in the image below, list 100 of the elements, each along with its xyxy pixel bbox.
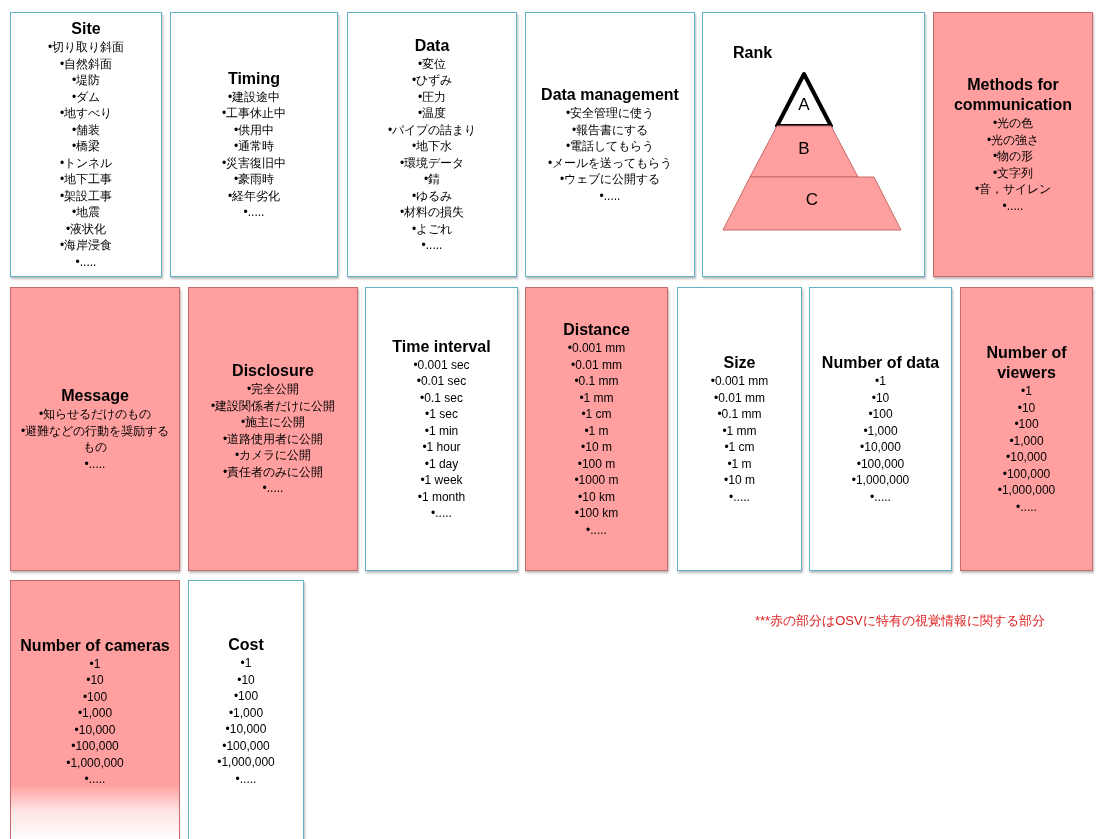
list-item: •10 [871,389,890,406]
list-item: •1 m [584,422,609,439]
tier-letter: C [804,190,820,211]
list-item: •災害復旧中 [221,154,287,171]
category-card [960,287,1093,571]
category-card [188,580,304,839]
list-item: •ダム [71,88,101,105]
list-item: •1 cm [581,406,612,423]
list-item: •0.1 sec [420,389,463,406]
card-heading: Number of data [821,353,940,373]
list-item: •堤防 [71,72,101,89]
list-item: •10 km [578,488,615,505]
list-item: •1 min [424,422,459,439]
list-item: •1 day [424,455,459,472]
list-item: •架設工事 [59,187,113,204]
list-item: •100 [1014,416,1039,433]
list-item: •1,000 [1009,432,1044,449]
list-item: •100 [868,406,893,423]
list-item: •0.01 mm [714,389,765,406]
category-card [10,580,180,839]
tier-letter: B [797,138,811,159]
card-heading: Methods for communication [952,75,1074,115]
list-item: •100 [82,688,108,705]
list-item: •トンネル [59,154,113,171]
list-item: •..... [1016,498,1037,515]
category-card [10,287,180,571]
list-item: •責任者のみに公開 [222,463,324,481]
list-item: •10,000 [225,721,267,738]
card-heading: Number of viewers [985,343,1068,383]
list-item: •パイプの詰まり [387,121,477,138]
list-item: •文字列 [992,164,1034,181]
list-item: •温度 [417,105,447,122]
list-item: •光の色 [992,115,1034,132]
list-item: •1,000 [863,422,898,439]
tier-letter: A [797,94,811,115]
list-item: •海岸浸食 [59,237,113,254]
list-item: •1 [89,655,101,672]
list-item: •経年劣化 [227,187,281,204]
list-item: •10 m [724,472,755,489]
list-item: •材料の損失 [399,204,465,221]
list-item: •避難などの行動を奨励するもの [19,422,171,456]
list-item: •ゆるみ [411,187,453,204]
card-heading: Rank [733,43,773,63]
card-heading: Size [723,353,756,373]
list-item: •1000 m [574,472,619,489]
list-item: •光の強さ [986,131,1040,148]
list-item: •..... [243,204,265,221]
category-card [677,287,802,571]
list-item: •供用中 [233,121,275,138]
list-item: •物の形 [992,148,1034,165]
card-heading: Distance [563,320,630,340]
category-card [10,12,162,277]
list-item: •10 [237,671,255,688]
list-item: •圧力 [417,88,447,105]
list-item: •ウェブに公開する [559,171,661,188]
list-item: •電話してもらう [565,138,655,155]
list-item: •10,000 [74,721,116,738]
list-item: •建設途中 [227,88,281,105]
list-item: •..... [599,187,621,204]
list-item: •100,000 [1002,465,1051,482]
list-item: •地下水 [411,138,453,155]
list-item: •..... [421,237,443,254]
category-card [809,287,952,571]
list-item: •工事休止中 [221,105,287,122]
list-item: •1,000 [228,704,264,721]
category-card [525,287,668,571]
list-item: •報告書にする [571,121,649,138]
footnote: ***赤の部分はOSVに特有の視覚情報に関する部分 [755,612,1045,629]
list-item: •地震 [71,204,101,221]
list-item: •環境データ [399,154,465,171]
list-item: •10 m [581,439,612,456]
card-heading: Time interval [392,336,491,357]
list-item: •1 mm [722,422,757,439]
list-item: •地すべり [59,105,113,122]
list-item: •カメラに公開 [234,447,312,464]
list-item: •1,000,000 [997,482,1056,499]
list-item: •10,000 [1006,449,1047,466]
list-item: •..... [431,505,452,522]
list-item: •0.1 mm [574,373,619,390]
list-item: •1 [1021,383,1032,400]
list-item: •0.001 sec [413,356,470,373]
list-item: •音，サイレン [974,181,1052,198]
category-card [365,287,518,571]
list-item: •1,000,000 [66,754,124,771]
list-item: •100,000 [856,455,905,472]
list-item: •変位 [417,55,447,72]
list-item: •1 cm [724,439,755,456]
card-heading: Disclosure [232,361,314,382]
list-item: •1,000,000 [851,472,910,489]
list-item: •自然斜面 [59,55,113,72]
list-item: •..... [262,480,284,497]
list-item: •..... [75,253,97,270]
list-item: •1 [240,655,252,672]
list-item: •0.1 mm [717,406,762,423]
list-item: •よごれ [411,220,453,237]
card-heading: Data management [541,85,679,105]
list-item: •安全管理に使う [565,105,655,122]
list-item: •0.001 mm [710,373,769,390]
list-item: •100,000 [71,738,119,755]
list-item: •100 km [574,505,619,522]
